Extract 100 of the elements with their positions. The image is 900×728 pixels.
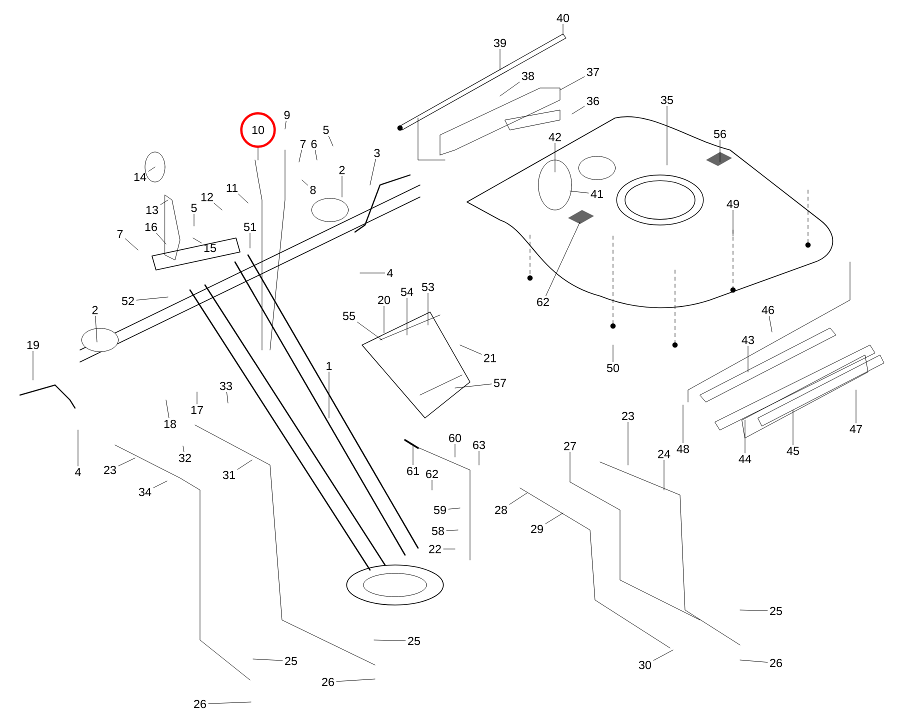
callout-number: 25 bbox=[770, 606, 782, 616]
callout-number: 58 bbox=[432, 526, 444, 536]
leader-line bbox=[666, 106, 668, 166]
callout-number: 44 bbox=[738, 454, 752, 464]
leader-line bbox=[478, 450, 480, 466]
leader-line bbox=[125, 238, 138, 250]
leader-line bbox=[554, 142, 556, 172]
leader-line bbox=[562, 24, 564, 36]
leader-line bbox=[156, 232, 166, 244]
callout-number: 41 bbox=[590, 190, 603, 198]
leader-line bbox=[412, 444, 414, 466]
leader-line bbox=[732, 210, 734, 236]
leader-line bbox=[357, 322, 382, 340]
callout-number: 37 bbox=[586, 68, 599, 76]
callout-number: 43 bbox=[742, 336, 754, 344]
leader-line bbox=[682, 404, 684, 444]
callout-number: 12 bbox=[201, 192, 213, 202]
callout-number: 59 bbox=[434, 506, 446, 514]
leader-line bbox=[182, 446, 184, 452]
callout-number: 27 bbox=[564, 442, 576, 450]
leader-line bbox=[460, 344, 482, 355]
callout-number: 51 bbox=[244, 222, 256, 232]
callout-number: 7 bbox=[300, 140, 306, 148]
callout-number: 7 bbox=[117, 230, 123, 238]
callout-number: 55 bbox=[342, 312, 356, 320]
leader-line bbox=[196, 392, 198, 404]
leader-line bbox=[740, 660, 768, 663]
leader-line bbox=[443, 548, 456, 550]
callout-number: 8 bbox=[310, 186, 316, 194]
leader-line bbox=[560, 76, 585, 90]
callout-number: 38 bbox=[522, 72, 534, 80]
callout-number: 13 bbox=[146, 206, 158, 214]
leader-line bbox=[237, 460, 252, 470]
callout-number: 42 bbox=[548, 132, 561, 142]
leader-line bbox=[454, 384, 492, 388]
callout-number: 28 bbox=[495, 506, 508, 514]
callout-number: 47 bbox=[850, 424, 862, 434]
leader-line bbox=[208, 702, 252, 704]
leader-line bbox=[118, 458, 136, 466]
callout-number: 9 bbox=[284, 110, 290, 120]
leader-line bbox=[214, 202, 222, 210]
callout-number: 23 bbox=[622, 412, 634, 420]
callout-number: 33 bbox=[220, 382, 232, 390]
callout-number: 19 bbox=[27, 340, 39, 350]
callout-number: 15 bbox=[204, 244, 216, 252]
callout-number: 11 bbox=[226, 184, 238, 192]
callout-number: 20 bbox=[378, 296, 390, 304]
callout-number: 35 bbox=[660, 96, 674, 104]
callout-number: 46 bbox=[762, 306, 774, 314]
callout-number: 3 bbox=[374, 148, 380, 158]
leader-line bbox=[740, 610, 768, 611]
leader-line bbox=[500, 82, 520, 96]
callout-number: 52 bbox=[122, 296, 134, 306]
leader-line bbox=[545, 512, 564, 524]
callout-number: 14 bbox=[134, 172, 146, 182]
callout-number: 18 bbox=[164, 420, 176, 428]
callout-number: 61 bbox=[407, 466, 419, 476]
leader-line bbox=[148, 166, 156, 172]
leader-line bbox=[192, 238, 202, 244]
leader-line bbox=[302, 180, 308, 186]
callout-number: 26 bbox=[194, 700, 206, 708]
callout-number: 22 bbox=[429, 544, 441, 554]
callout-number: 48 bbox=[676, 444, 690, 454]
leader-line bbox=[653, 650, 674, 661]
callout-number: 54 bbox=[400, 288, 414, 296]
callout-number: 62 bbox=[537, 298, 549, 306]
callout-number: 57 bbox=[494, 378, 506, 388]
callout-number: 2 bbox=[92, 306, 98, 314]
leader-line bbox=[32, 350, 34, 380]
callout-number: 26 bbox=[322, 678, 334, 686]
callout-number: 16 bbox=[145, 222, 157, 232]
leader-line bbox=[153, 480, 168, 488]
leader-line bbox=[360, 272, 385, 274]
callout-number: 63 bbox=[473, 440, 486, 450]
leader-line bbox=[160, 200, 168, 205]
callout-number: 32 bbox=[178, 454, 191, 462]
callout-number: 34 bbox=[138, 488, 152, 496]
callout-number: 60 bbox=[449, 434, 462, 442]
callout-number: 6 bbox=[311, 140, 317, 148]
callout-number: 31 bbox=[222, 470, 235, 480]
callout-number: 1 bbox=[326, 362, 332, 370]
leader-line bbox=[284, 120, 286, 130]
leader-line bbox=[454, 444, 456, 458]
callout-number: 56 bbox=[714, 130, 726, 138]
leader-line bbox=[509, 492, 528, 505]
callout-number: 36 bbox=[586, 96, 600, 106]
callout-number: 45 bbox=[786, 446, 800, 456]
callout-number: 62 bbox=[426, 470, 438, 478]
callout-number: 2 bbox=[339, 166, 345, 174]
callout-number: 5 bbox=[191, 204, 197, 212]
callout-number: 24 bbox=[658, 450, 670, 458]
callout-number: 25 bbox=[285, 656, 298, 666]
leader-line bbox=[238, 194, 248, 204]
leader-line bbox=[328, 136, 334, 146]
leader-line bbox=[546, 222, 580, 296]
callout-number: 23 bbox=[104, 466, 116, 474]
callout-number: 17 bbox=[191, 406, 203, 414]
callout-number: 26 bbox=[770, 658, 782, 668]
callout-number: 10 bbox=[240, 112, 276, 148]
callout-number: 4 bbox=[387, 268, 393, 278]
